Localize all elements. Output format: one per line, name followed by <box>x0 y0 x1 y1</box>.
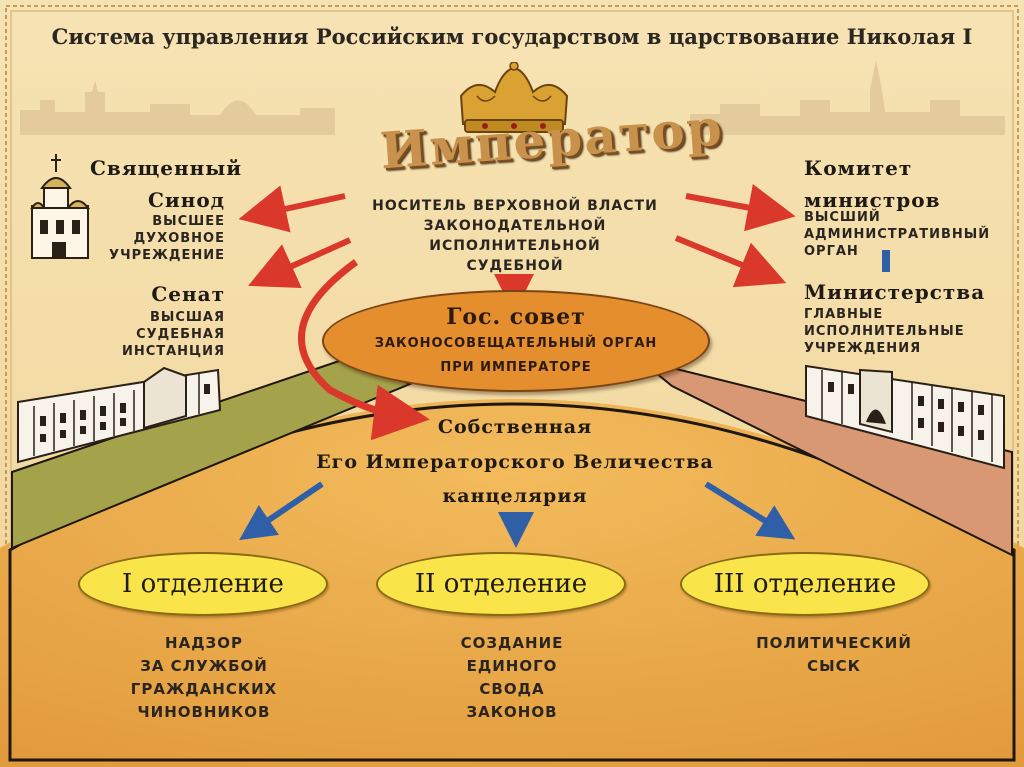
emperor-desc-line: ИСПОЛНИТЕЛЬНОЙ <box>429 238 601 254</box>
synod-description: ВЫСШЕЕ ДУХОВНОЕ УЧРЕЖДЕНИЕ <box>95 213 225 264</box>
department-desc-line: ЧИНОВНИКОВ <box>137 703 271 721</box>
crown-icon <box>459 62 569 133</box>
emperor-description: НОСИТЕЛЬ ВЕРХОВНОЙ ВЛАСТИ ЗАКОНОДАТЕЛЬНО… <box>350 196 680 276</box>
arrow-to-dept-1 <box>239 481 324 541</box>
arrow-to-committee <box>685 184 796 232</box>
committee-name-line: Комитет <box>804 156 913 180</box>
department-1-description: НАДЗОР ЗА СЛУЖБОЙ ГРАЖДАНСКИХ ЧИНОВНИКОВ <box>94 632 314 724</box>
synod-desc-line: УЧРЕЖДЕНИЕ <box>109 248 225 263</box>
senate-desc-line: ВЫСШАЯ <box>149 310 225 325</box>
arrow-to-senate <box>248 237 352 289</box>
chancery-line: канцелярия <box>442 485 588 507</box>
committee-name-line: министров <box>804 188 941 212</box>
diagram-title: Система управления Российским государств… <box>51 24 973 49</box>
committee-name: Комитет министров <box>804 152 1004 216</box>
committee-desc-line: ОРГАН <box>804 244 859 259</box>
department-desc-line: ЗА СЛУЖБОЙ <box>140 657 268 675</box>
state-council-desc-line: ЗАКОНОСОВЕЩАТЕЛЬНЫЙ ОРГАН <box>374 336 658 351</box>
emperor-desc-line: ЗАКОНОДАТЕЛЬНОЙ <box>423 218 607 234</box>
chancery-line: Собственная <box>437 416 593 438</box>
committee-desc-line: АДМИНИСТРАТИВНЫЙ <box>804 227 991 242</box>
ministries-desc-line: ИСПОЛНИТЕЛЬНЫЕ <box>804 324 965 339</box>
synod-desc-line: ВЫСШЕЕ <box>152 214 225 229</box>
general-staff-building-icon <box>805 364 1005 470</box>
department-desc-line: ПОЛИТИЧЕСКИЙ <box>756 634 912 652</box>
state-council-title: Гос. совет <box>446 304 586 330</box>
department-3: III отделение <box>680 552 930 616</box>
arrow-to-ministries <box>674 235 787 288</box>
arrow-to-dept-3 <box>704 481 796 540</box>
senate-building-icon <box>17 366 222 464</box>
chancery-line: Его Императорского Величества <box>316 451 714 473</box>
department-desc-line: НАДЗОР <box>165 634 243 652</box>
committee-description: ВЫСШИЙ АДМИНИСТРАТИВНЫЙ ОРГАН <box>804 209 1004 260</box>
state-council-ellipse: Гос. совет ЗАКОНОСОВЕЩАТЕЛЬНЫЙ ОРГАН ПРИ… <box>322 290 710 392</box>
senate-name: Сенат <box>151 282 225 306</box>
arrow-to-chancery <box>297 259 430 441</box>
committee-desc-line: ВЫСШИЙ <box>804 210 881 225</box>
department-2-description: СОЗДАНИЕ ЕДИНОГО СВОДА ЗАКОНОВ <box>402 632 622 724</box>
department-desc-line: ЕДИНОГО <box>466 657 558 675</box>
ministries-name: Министерства <box>804 280 986 304</box>
department-2: II отделение <box>376 552 626 616</box>
emperor-desc-line: НОСИТЕЛЬ ВЕРХОВНОЙ ВЛАСТИ <box>372 198 658 214</box>
arrow-to-synod <box>238 185 346 233</box>
state-council-desc-line: ПРИ ИМПЕРАТОРЕ <box>440 360 592 375</box>
synod-desc-line: ДУХОВНОЕ <box>133 231 225 246</box>
department-desc-line: ЗАКОНОВ <box>466 703 558 721</box>
senate-desc-line: СУДЕБНАЯ <box>136 327 225 342</box>
synod-name: Священный Синод <box>90 152 243 216</box>
emperor-desc-line: СУДЕБНОЙ <box>466 258 564 274</box>
ministries-desc-line: ГЛАВНЫЕ <box>804 307 884 322</box>
ministries-description: ГЛАВНЫЕ ИСПОЛНИТЕЛЬНЫЕ УЧРЕЖДЕНИЯ <box>804 306 1004 357</box>
department-1: I отделение <box>78 552 328 616</box>
department-desc-line: СЫСК <box>807 657 861 675</box>
senate-desc-line: ИНСТАНЦИЯ <box>121 344 225 359</box>
city-skyline-icon <box>20 60 1005 135</box>
link-committee-ministries <box>882 250 890 272</box>
ministries-desc-line: УЧРЕЖДЕНИЯ <box>804 341 922 356</box>
church-icon <box>30 154 90 259</box>
department-3-description: ПОЛИТИЧЕСКИЙ СЫСК <box>724 632 944 678</box>
department-desc-line: СВОДА <box>479 680 545 698</box>
synod-name-line: Синод <box>147 188 225 212</box>
senate-description: ВЫСШАЯ СУДЕБНАЯ ИНСТАНЦИЯ <box>95 309 225 360</box>
department-desc-line: ГРАЖДАНСКИХ <box>130 680 278 698</box>
synod-name-line: Священный <box>90 156 243 180</box>
department-desc-line: СОЗДАНИЕ <box>460 634 564 652</box>
